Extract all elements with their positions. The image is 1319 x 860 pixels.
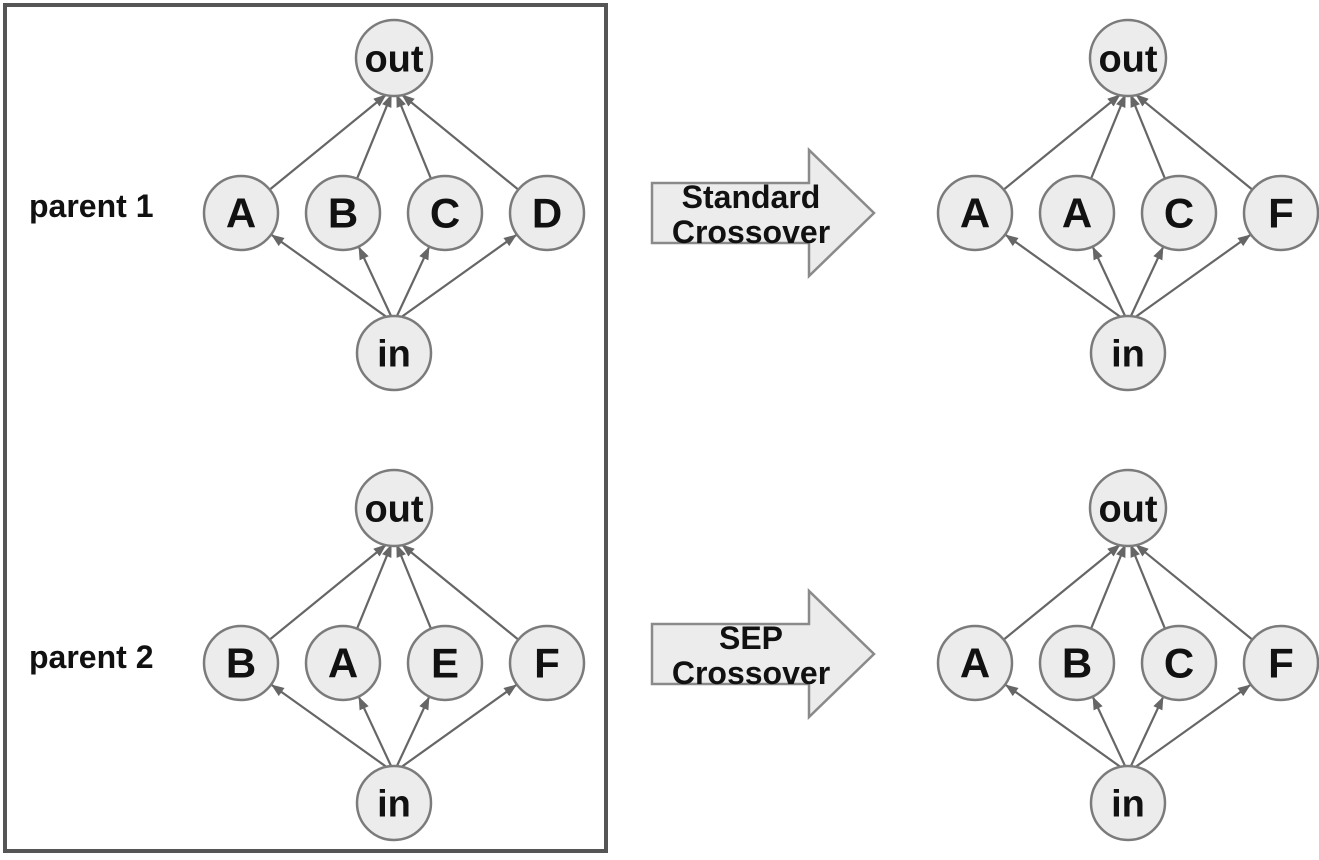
node-circle-in <box>355 314 433 392</box>
edge-hidden-to-out <box>401 94 519 190</box>
node-circle-hidden-4 <box>1242 174 1319 252</box>
node-label-in: in <box>377 783 411 825</box>
edge-hidden-to-out <box>395 94 432 179</box>
node-circle-out <box>354 18 434 98</box>
edge-hidden-to-out <box>1003 544 1121 640</box>
node-label-hidden-4: D <box>532 190 562 237</box>
node-circle-hidden-2 <box>1038 174 1116 252</box>
parent-2-label: parent 2 <box>29 639 154 675</box>
node-circle-hidden-1 <box>936 174 1014 252</box>
node-label-hidden-3: C <box>430 190 460 237</box>
node-label-in: in <box>377 333 411 375</box>
edge-in-to-hidden <box>395 696 430 769</box>
block-arrow-shape <box>650 588 876 720</box>
node-label-hidden-2: B <box>1062 640 1092 687</box>
edge-hidden-to-out <box>1090 94 1127 179</box>
edge-hidden-to-out <box>1003 94 1121 190</box>
node-label-hidden-3: C <box>1164 190 1194 237</box>
node-circle-hidden-2 <box>304 624 382 702</box>
node-label-hidden-2: A <box>1062 190 1092 237</box>
node-circle-hidden-2 <box>1038 624 1116 702</box>
edge-in-to-hidden <box>399 684 517 769</box>
edge-in-to-hidden <box>395 246 430 319</box>
edge-in-to-hidden <box>1129 696 1164 769</box>
node-label-hidden-3: C <box>1164 640 1194 687</box>
node-circle-hidden-3 <box>406 624 484 702</box>
edge-in-to-hidden <box>1133 234 1251 319</box>
edge-hidden-to-out <box>395 544 432 629</box>
sep-crossover-label-line1: SEP <box>719 620 783 656</box>
node-circle-out <box>1088 18 1168 98</box>
block-arrow-shape <box>650 147 876 279</box>
node-circle-out <box>354 468 434 548</box>
edge-hidden-to-out <box>269 544 387 640</box>
edge-hidden-to-out <box>1135 544 1253 640</box>
edge-hidden-to-out <box>1129 94 1166 179</box>
node-label-out: out <box>1098 38 1157 80</box>
node-circle-hidden-3 <box>1140 624 1218 702</box>
parents-frame <box>3 3 608 853</box>
edge-in-to-hidden <box>1133 684 1251 769</box>
edge-hidden-to-out <box>356 544 393 629</box>
node-circle-hidden-3 <box>1140 174 1218 252</box>
node-label-hidden-4: F <box>1268 190 1294 237</box>
sep-crossover-arrow: SEP Crossover <box>650 588 876 720</box>
node-label-hidden-4: F <box>534 640 560 687</box>
node-circle-in <box>1089 764 1167 842</box>
node-label-in: in <box>1111 783 1145 825</box>
node-circle-out <box>1088 468 1168 548</box>
node-circle-hidden-1 <box>202 624 280 702</box>
edge-hidden-to-out <box>1129 544 1166 629</box>
edge-in-to-hidden <box>271 234 389 319</box>
node-label-out: out <box>364 488 423 530</box>
node-circle-hidden-3 <box>406 174 484 252</box>
edge-in-to-hidden <box>1129 246 1164 319</box>
node-label-out: out <box>1098 488 1157 530</box>
node-circle-hidden-4 <box>508 624 586 702</box>
edge-in-to-hidden <box>358 696 393 769</box>
node-label-hidden-1: A <box>226 190 256 237</box>
node-circle-hidden-1 <box>202 174 280 252</box>
node-label-out: out <box>364 38 423 80</box>
node-label-in: in <box>1111 333 1145 375</box>
standard-crossover-label-line1: Standard <box>682 179 821 215</box>
edge-hidden-to-out <box>356 94 393 179</box>
node-label-hidden-4: F <box>1268 640 1294 687</box>
node-circle-hidden-2 <box>304 174 382 252</box>
node-circle-in <box>1089 314 1167 392</box>
edge-in-to-hidden <box>358 246 393 319</box>
sep-crossover-label-line2: Crossover <box>672 655 830 691</box>
edge-in-to-hidden <box>1092 696 1127 769</box>
standard-crossover-arrow: Standard Crossover <box>650 147 876 279</box>
node-label-hidden-3: E <box>431 640 459 687</box>
edge-hidden-to-out <box>269 94 387 190</box>
parent-1-label: parent 1 <box>29 188 154 224</box>
node-label-hidden-2: B <box>328 190 358 237</box>
edge-in-to-hidden <box>399 234 517 319</box>
edge-in-to-hidden <box>271 684 389 769</box>
edge-in-to-hidden <box>1005 684 1123 769</box>
node-circle-hidden-4 <box>1242 624 1319 702</box>
node-label-hidden-1: A <box>960 640 990 687</box>
edge-hidden-to-out <box>401 544 519 640</box>
edge-in-to-hidden <box>1005 234 1123 319</box>
edge-in-to-hidden <box>1092 246 1127 319</box>
edge-hidden-to-out <box>1135 94 1253 190</box>
node-circle-hidden-1 <box>936 624 1014 702</box>
node-label-hidden-2: A <box>328 640 358 687</box>
node-label-hidden-1: A <box>960 190 990 237</box>
node-circle-in <box>355 764 433 842</box>
standard-crossover-label-line2: Crossover <box>672 214 830 250</box>
node-label-hidden-1: B <box>226 640 256 687</box>
edge-hidden-to-out <box>1090 544 1127 629</box>
node-circle-hidden-4 <box>508 174 586 252</box>
